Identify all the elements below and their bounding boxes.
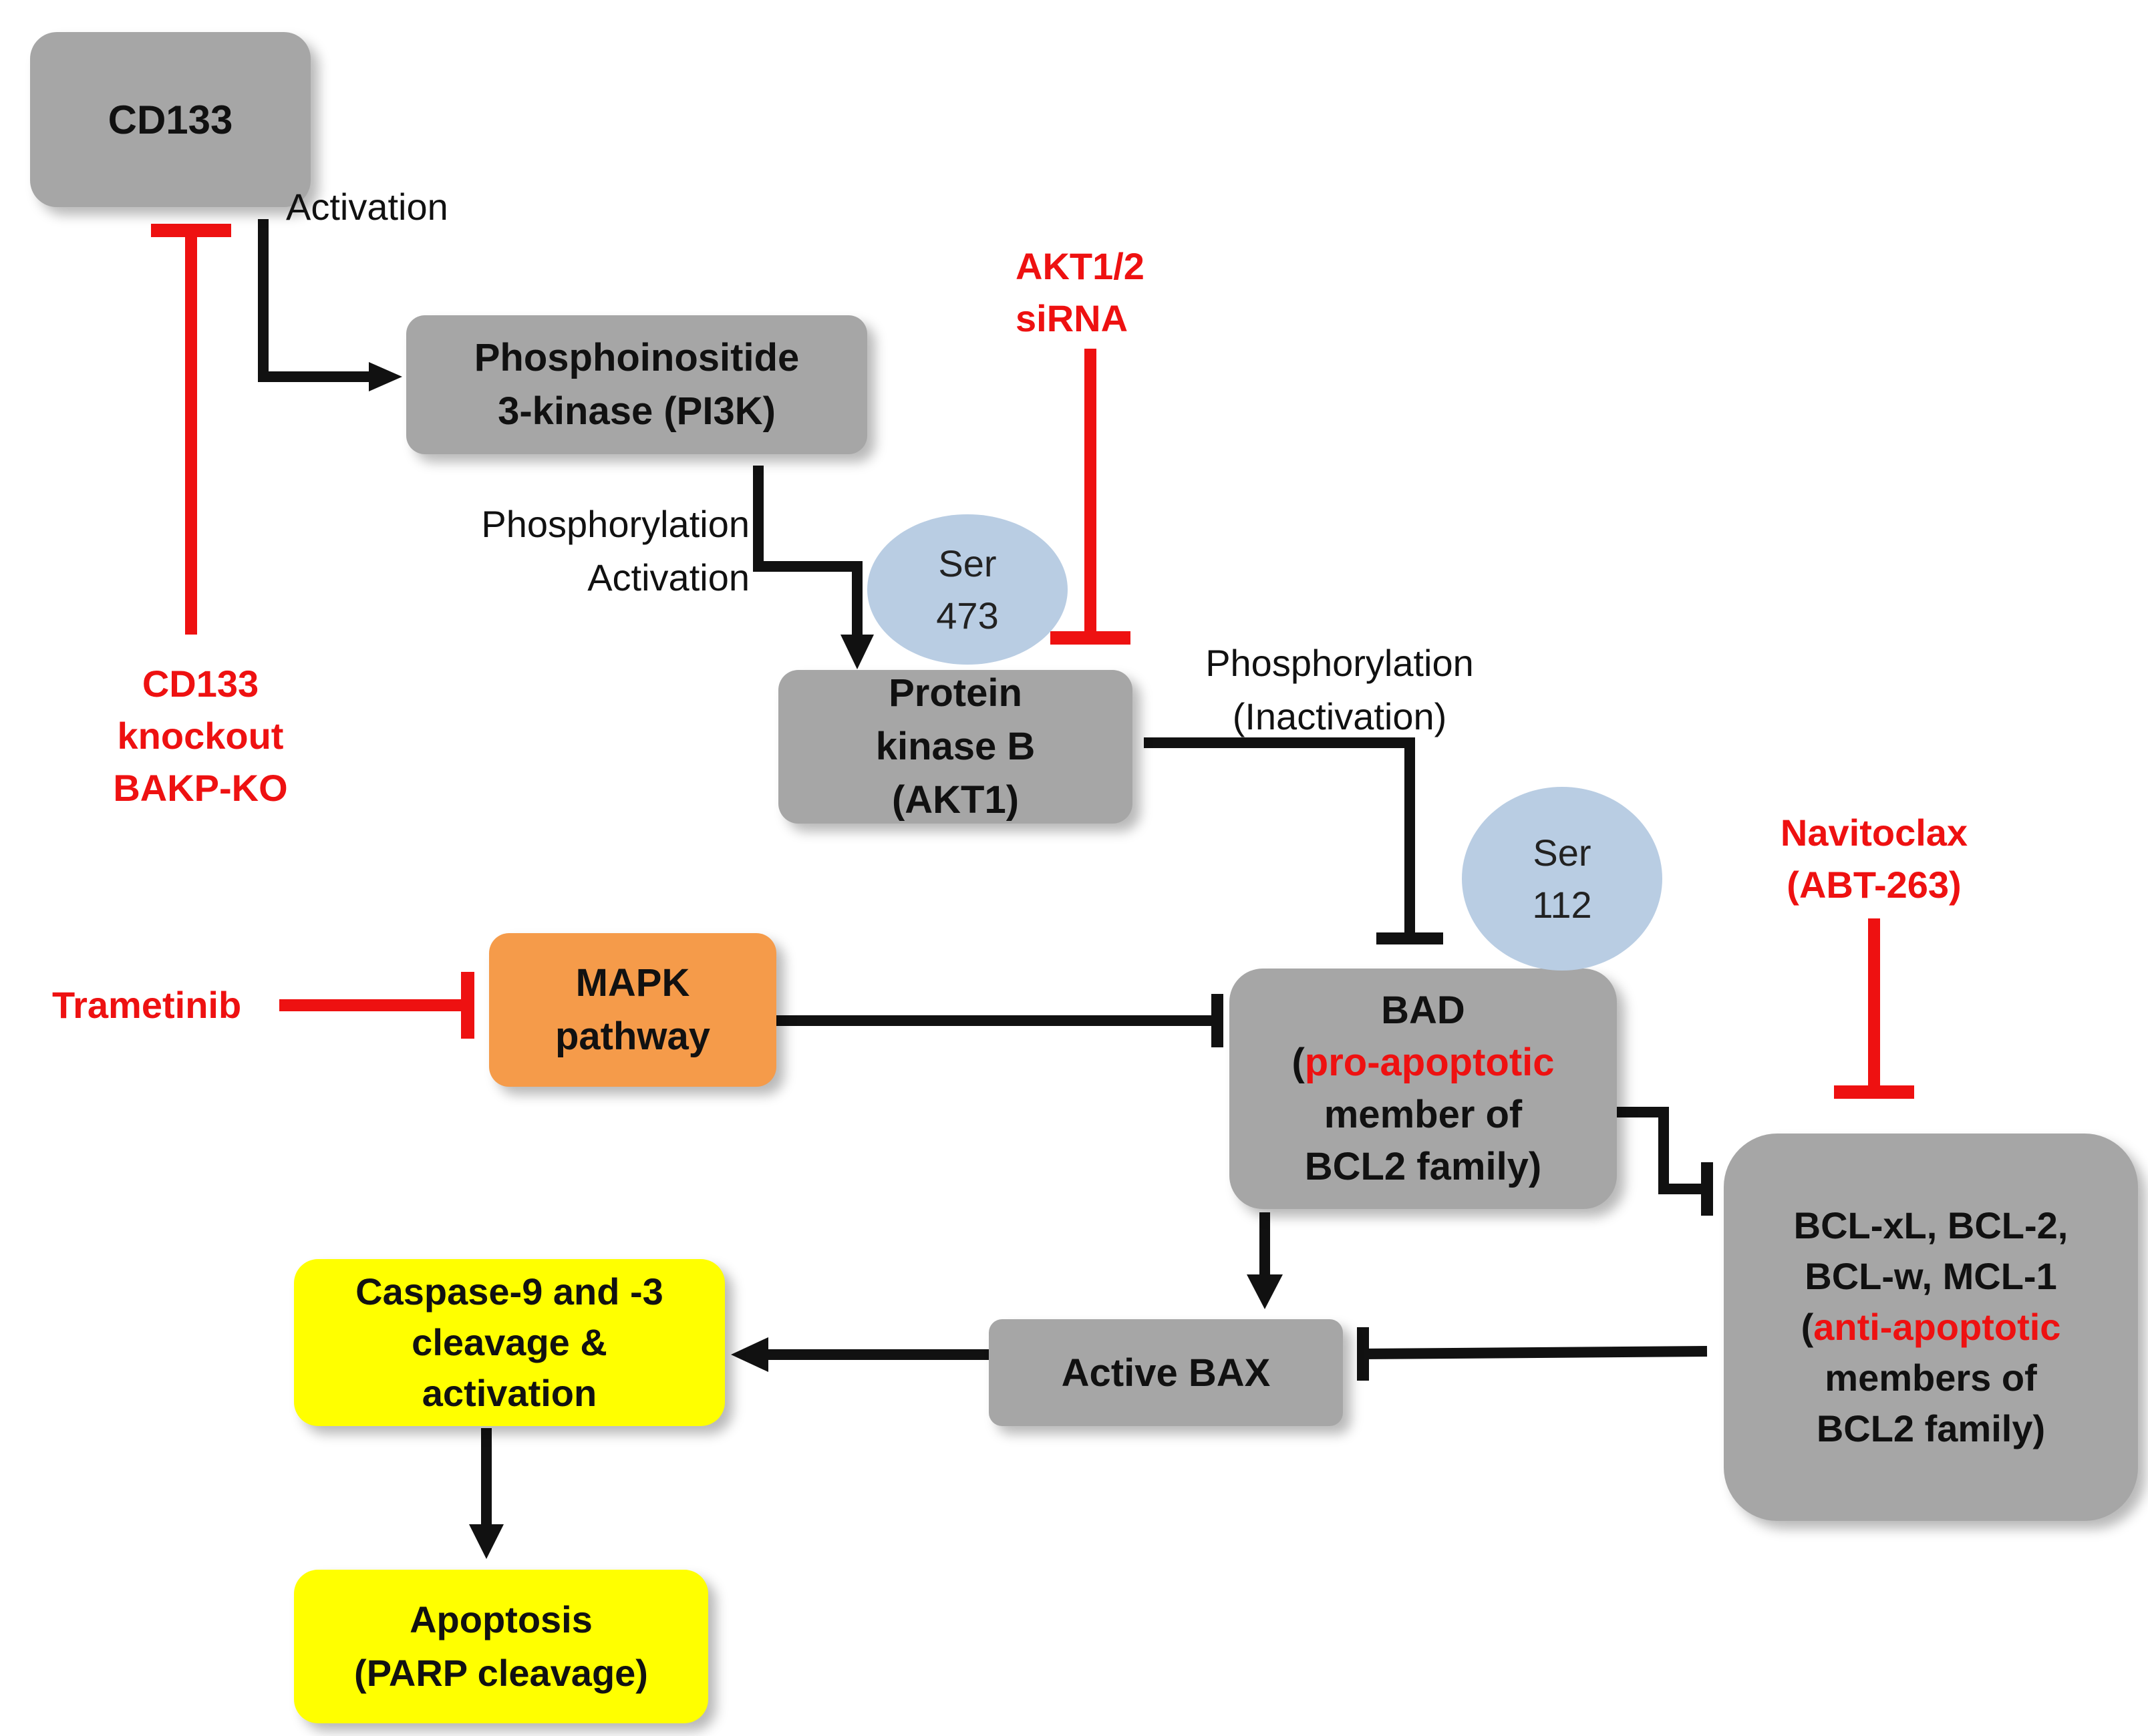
node-active-bax: Active BAX [989,1319,1343,1426]
inhibitor-navitoclax-line1: Navitoclax [1780,812,1968,854]
label-phospho-activation: Phosphorylation Activation [421,498,750,604]
node-bcl-line3: (anti-apoptotic [1801,1306,2061,1348]
node-bad-line4: BCL2 family) [1304,1145,1542,1188]
node-akt1-line2: kinase B [875,725,1036,768]
node-active-bax-label: Active BAX [1061,1351,1271,1395]
arrowhead-bax [1247,1274,1283,1309]
label-phospho-activation-line1: Phosphorylation [481,503,750,545]
label-activation: Activation [286,186,448,228]
inhibitor-cd133-knockout: CD133 knockout BAKP-KO [73,658,327,814]
inhibitor-akt-sirna-line2: siRNA [1016,297,1128,339]
inhibit-bcl-to-bax [1362,1346,1708,1359]
inhibit-bad-to-bcl [1617,1107,1707,1194]
node-caspase-line3: activation [422,1372,597,1414]
arrowhead-apoptosis [469,1524,504,1559]
node-apoptosis-line2: (PARP cleavage) [354,1652,648,1694]
site-ser112-line1: Ser [1533,831,1591,874]
arrow-pi3k-to-akt1 [753,466,863,641]
node-bad-line2: (pro-apoptotic [1291,1041,1555,1084]
site-ser112: Ser 112 [1462,787,1662,971]
inhibitor-cd133-knockout-line1: CD133 [142,663,259,705]
node-bcl-line1: BCL-xL, BCL-2, [1793,1204,2068,1246]
arrowhead-caspase [731,1337,768,1372]
inhibitor-akt-sirna-line1: AKT1/2 [1016,245,1144,287]
node-cd133-label: CD133 [108,97,233,142]
site-ser473: Ser 473 [867,514,1068,665]
node-apoptosis: Apoptosis (PARP cleavage) [294,1570,708,1723]
anti-apoptotic-text: anti-apoptotic [1813,1306,2061,1348]
node-bad-line1: BAD [1381,989,1465,1032]
label-phospho-inactivation-line2: (Inactivation) [1232,695,1447,737]
node-mapk: MAPK pathway [489,933,776,1087]
node-pi3k-line2: 3-kinase (PI3K) [498,389,776,433]
inhibit-akt1-to-bad [1144,737,1415,938]
node-pi3k: Phosphoinositide 3-kinase (PI3K) [406,315,867,454]
node-bcl-line2: BCL-w, MCL-1 [1805,1255,2057,1297]
inhibitor-akt-sirna: AKT1/2 siRNA [1016,240,1144,345]
node-akt1-line3: (AKT1) [891,778,1020,822]
arrowhead-pi3k [369,362,402,391]
node-cd133: CD133 [30,32,311,207]
arrow-cd133-to-pi3k [258,219,381,382]
label-phospho-inactivation: Phosphorylation (Inactivation) [1169,637,1510,743]
inhibitor-cd133-knockout-line2: knockout [117,715,284,757]
node-bad: BAD (pro-apoptotic member of BCL2 family… [1229,969,1617,1209]
inhibitor-trametinib: Trametinib [52,984,242,1026]
label-phospho-activation-line2: Activation [587,556,750,598]
label-phospho-inactivation-line1: Phosphorylation [1205,642,1474,684]
node-caspase-line2: cleavage & [412,1321,607,1363]
node-bcl-line4: members of [1825,1357,2037,1399]
node-akt1: Protein kinase B (AKT1) [778,670,1132,824]
node-apoptosis-line1: Apoptosis [410,1598,593,1640]
inhibitor-navitoclax: Navitoclax (ABT-263) [1764,807,1984,911]
node-caspase: Caspase-9 and -3 cleavage & activation [294,1259,725,1426]
site-ser112-line2: 112 [1532,883,1592,926]
node-caspase-line1: Caspase-9 and -3 [355,1270,663,1313]
node-mapk-line2: pathway [555,1015,711,1058]
pro-apoptotic-text: pro-apoptotic [1304,1041,1555,1084]
node-bad-line3: member of [1324,1093,1523,1136]
node-bcl-family: BCL-xL, BCL-2, BCL-w, MCL-1 (anti-apopto… [1724,1134,2138,1521]
inhibitor-cd133-knockout-line3: BAKP-KO [113,767,288,809]
node-pi3k-line1: Phosphoinositide [474,336,800,379]
site-ser473-line2: 473 [936,594,999,637]
arrowhead-akt1 [840,635,874,669]
node-mapk-line1: MAPK [575,961,690,1005]
inhibitor-navitoclax-line2: (ABT-263) [1787,864,1962,906]
node-bcl-line5: BCL2 family) [1816,1407,2046,1449]
node-akt1-line1: Protein [889,671,1022,715]
site-ser473-line1: Ser [938,542,997,584]
